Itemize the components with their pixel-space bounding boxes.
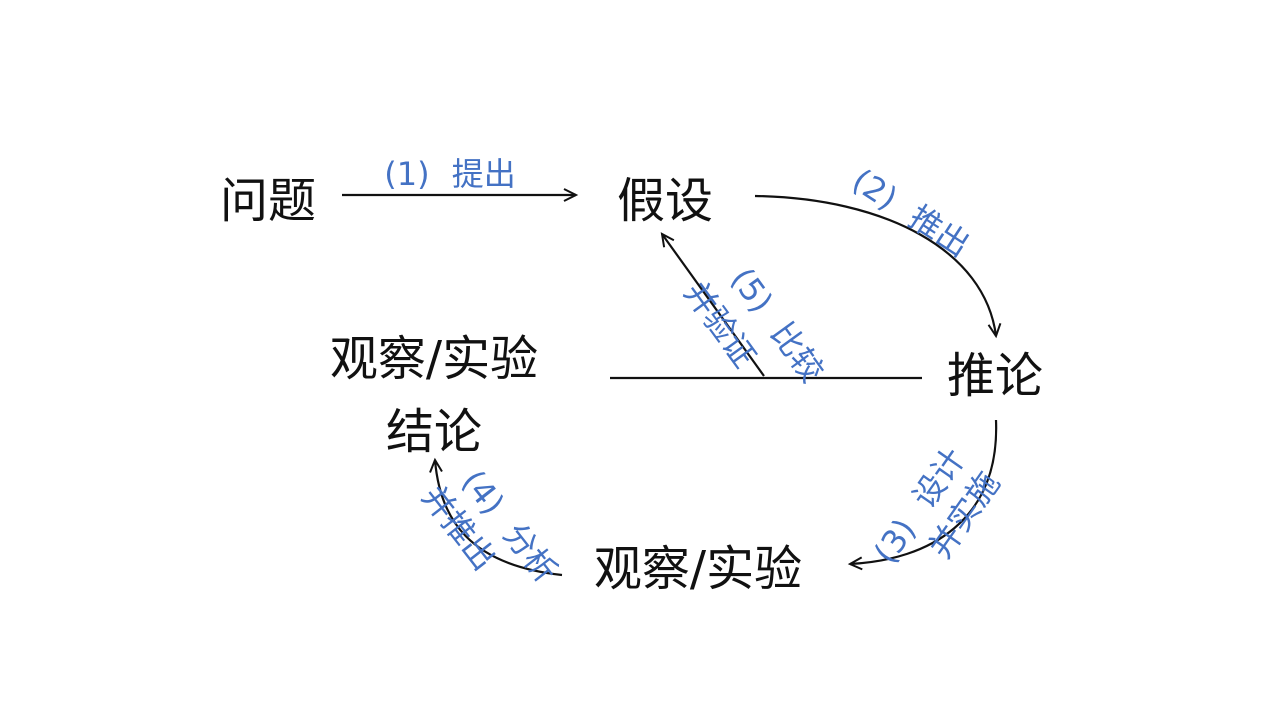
node-observation-bottom: 观察/实验 <box>594 541 802 597</box>
node-deduction: 推论 <box>947 348 1043 404</box>
edge-label-4-verb: 分析 <box>496 516 565 590</box>
arrow-observation-to-conclusion <box>429 457 563 577</box>
edge-label-3: (3) 设计 并实施 <box>866 441 1007 571</box>
node-question: 问题 <box>220 173 316 229</box>
arrow-comparison-to-hypothesis <box>660 232 765 377</box>
edge-label-1-verb: 提出 <box>452 155 516 193</box>
edge-label-1-num: (1) <box>384 155 429 193</box>
edge-label-2-verb: 推出 <box>902 198 976 265</box>
node-hypothesis: 假设 <box>617 173 713 229</box>
arrow-hypothesis-to-deduction <box>754 194 1002 339</box>
edge-label-1: (1) 提出 <box>384 155 516 193</box>
node-conclusion: 结论 <box>386 404 482 460</box>
node-observation-left: 观察/实验 <box>330 331 538 387</box>
edge-label-2: (2) 推出 <box>845 161 976 264</box>
arrow-deduction-to-observation <box>847 419 998 571</box>
edge-label-5: (5) 比较 并验证 <box>676 261 831 390</box>
